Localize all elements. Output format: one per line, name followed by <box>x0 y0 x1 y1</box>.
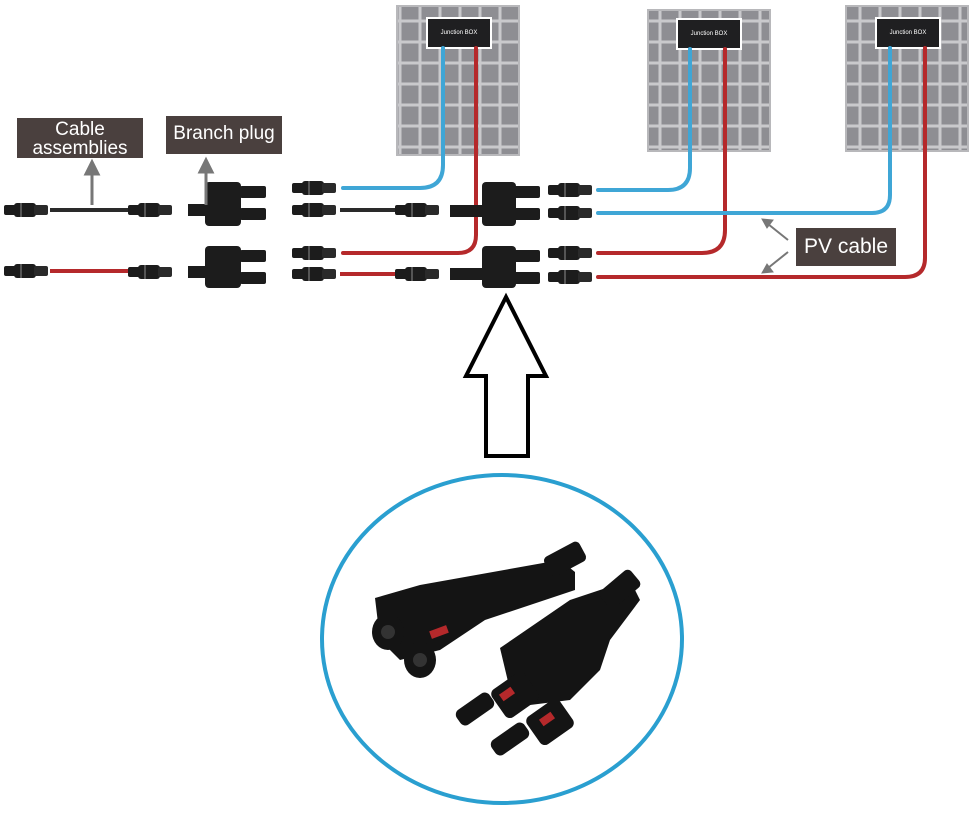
branch-plug-label: Branch plug <box>166 116 282 154</box>
branch-plug-left-top <box>188 182 266 226</box>
mc4-connector-icon <box>128 265 172 279</box>
solar-panel-3 <box>845 5 969 152</box>
pv-cable-label: PV cable <box>796 228 896 266</box>
branch-plug-left-bottom <box>188 246 266 288</box>
branch-plug-text: Branch plug <box>173 123 275 144</box>
mc4-connector-icon <box>548 270 592 284</box>
panel1-positive-lead <box>341 46 478 255</box>
junction-box-2-text: Junction BOX <box>690 31 728 37</box>
branch-plug-right-top <box>450 182 540 226</box>
panel2-positive-lead <box>596 47 727 255</box>
mc4-connector-icon <box>292 246 336 260</box>
product-circle <box>320 473 684 805</box>
solar-panel-1 <box>396 5 520 156</box>
panel-leads <box>341 46 927 279</box>
mc4-connector-icon <box>292 203 336 217</box>
left-cable-runs <box>50 208 400 276</box>
mc4-connector-icon <box>128 203 172 217</box>
cable-assemblies-line2: assemblies <box>32 138 128 159</box>
branch-connector-product <box>372 541 641 756</box>
mc4-connector-icon <box>292 181 336 195</box>
outline-up-arrow-icon <box>462 292 550 458</box>
panel2-negative-lead <box>596 47 692 192</box>
junction-box-1-text: Junction BOX <box>440 30 478 36</box>
solar-panel-2 <box>647 9 771 152</box>
mc4-connector-icon <box>4 264 48 278</box>
junction-box-1 <box>426 17 492 49</box>
mc4-connector-icon <box>548 246 592 260</box>
junction-box-3 <box>875 17 941 49</box>
junction-box-2 <box>676 18 742 50</box>
gray-pointer-arrow-icon <box>83 156 789 274</box>
cable-assemblies-line1: Cable <box>55 119 105 140</box>
mc4-connector-icon <box>395 203 439 217</box>
mc4-connector-icon <box>292 267 336 281</box>
mc4-connector-icon <box>548 183 592 197</box>
mc4-connector-icon <box>4 203 48 217</box>
panel3-positive-lead <box>596 46 927 279</box>
panel1-negative-lead <box>341 46 445 190</box>
panel3-negative-lead <box>596 46 892 215</box>
mc4-connector-icon <box>395 267 439 281</box>
pv-cable-text: PV cable <box>803 235 889 258</box>
cable-assemblies-label: Cable assemblies <box>17 118 143 158</box>
branch-plug-right-bottom <box>450 246 540 288</box>
mc4-connector-icon <box>548 206 592 220</box>
junction-box-3-text: Junction BOX <box>889 30 927 36</box>
